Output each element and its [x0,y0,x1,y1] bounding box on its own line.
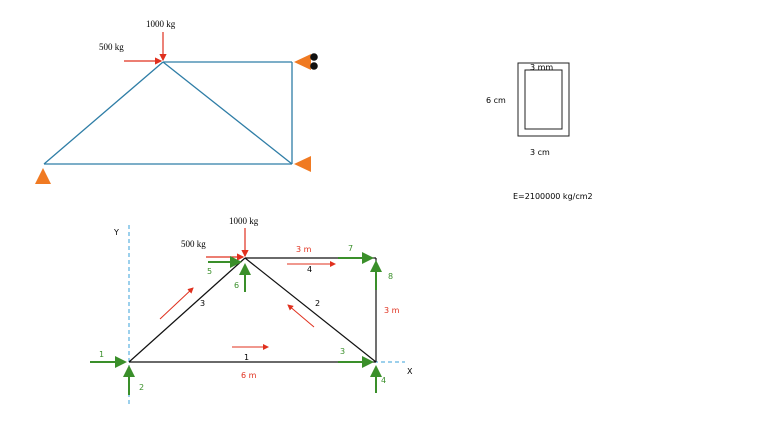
roller-support-top-right [294,54,311,70]
section-thickness-label: 3 mm [530,63,553,72]
member-3 [128,257,246,363]
member-label-3: 3 [200,299,205,308]
cross-section: 3 mm 6 cm 3 cm E=2100000 kg/cm2 [486,62,593,201]
dimension-right: 3 m [384,306,400,315]
top-truss: 1000 kg 500 kg [35,19,318,184]
top-load-horizontal-label: 500 kg [99,42,124,52]
section-height-label: 6 cm [486,96,506,105]
pin-support-left [35,168,51,184]
member-label-2: 2 [315,299,320,308]
dof-label-2: 2 [139,383,144,392]
section-width-label: 3 cm [530,148,550,157]
roller-wheel-top [310,53,318,61]
top-member-left-diagonal [43,61,164,165]
x-axis-label: X [407,367,413,376]
direction-arrow-member-2 [287,304,315,328]
top-member-right-diagonal [162,61,293,165]
dof-label-5: 5 [207,267,212,276]
dof-label-4: 4 [381,376,386,385]
direction-arrow-member-3 [159,287,194,320]
dof-label-3: 3 [340,347,345,356]
member-label-4: 4 [307,265,312,274]
dof-label-8: 8 [388,272,393,281]
dof-label-6: 6 [234,281,239,290]
dimension-bottom: 6 m [241,371,257,380]
dimension-top: 3 m [296,245,312,254]
modulus-label: E=2100000 kg/cm2 [513,192,593,201]
load-vertical-label: 1000 kg [229,216,259,226]
member-2 [244,257,377,363]
roller-support-bottom-right [294,156,311,172]
y-axis-label: Y [113,228,119,237]
dof-label-1: 1 [99,350,104,359]
section-inner-rect [524,69,563,130]
load-horizontal-label: 500 kg [181,239,206,249]
member-label-1: 1 [244,353,249,362]
section-outer-rect [517,62,570,137]
analysis-truss: Y X 1 2 3 4 3 m 3 m 6 m 1000 kg 500 kg [90,216,413,405]
roller-wheel-bottom [310,62,318,70]
dof-label-7: 7 [348,244,353,253]
top-load-vertical-label: 1000 kg [146,19,176,29]
